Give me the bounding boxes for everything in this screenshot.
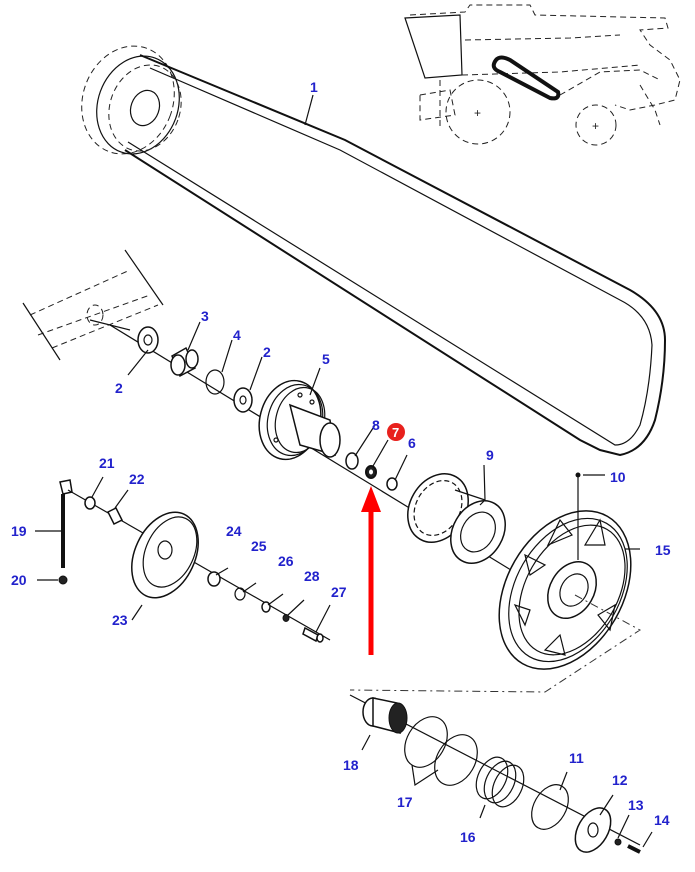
callout-4[interactable]: 4 <box>233 327 241 343</box>
svg-text:+: + <box>592 119 599 133</box>
bearing-right <box>233 387 253 413</box>
callout-24[interactable]: 24 <box>226 523 242 539</box>
callout-23[interactable]: 23 <box>112 612 128 628</box>
callout-19[interactable]: 19 <box>11 523 27 539</box>
callout-20[interactable]: 20 <box>11 572 27 588</box>
callout-5[interactable]: 5 <box>322 351 330 367</box>
callout-18[interactable]: 18 <box>343 757 359 773</box>
callout-6[interactable]: 6 <box>408 435 416 451</box>
hub-pulley <box>258 379 341 461</box>
nut <box>58 575 68 585</box>
callout-2-left[interactable]: 2 <box>115 380 123 396</box>
callout-13[interactable]: 13 <box>628 797 644 813</box>
spacer <box>106 506 124 526</box>
callout-3[interactable]: 3 <box>201 308 209 324</box>
callout-10[interactable]: 10 <box>610 469 626 485</box>
callout-27[interactable]: 27 <box>331 584 347 600</box>
screw <box>627 844 641 854</box>
ring <box>531 784 569 830</box>
callout-16[interactable]: 16 <box>460 829 476 845</box>
callout-15[interactable]: 15 <box>655 542 671 558</box>
callout-17[interactable]: 17 <box>397 794 413 810</box>
leader-lines <box>35 94 653 848</box>
washer <box>84 496 96 510</box>
spring <box>475 756 525 808</box>
washer <box>261 601 271 613</box>
idler-pulley <box>131 511 199 599</box>
lock-washer <box>282 614 290 622</box>
callout-25[interactable]: 25 <box>251 538 267 554</box>
snap-ring <box>234 587 246 601</box>
bearing <box>207 571 221 587</box>
clutch-assembly <box>349 694 641 854</box>
belt <box>81 45 667 457</box>
spacer-sleeve <box>170 346 199 378</box>
callout-11[interactable]: 11 <box>569 750 584 766</box>
callout-22[interactable]: 22 <box>129 471 145 487</box>
callout-14[interactable]: 14 <box>654 812 670 828</box>
callout-8[interactable]: 8 <box>372 417 380 433</box>
callout-26[interactable]: 26 <box>278 553 294 569</box>
bushing <box>388 702 408 734</box>
callout-2-right[interactable]: 2 <box>263 344 271 360</box>
plate <box>574 807 612 853</box>
bushing <box>386 477 398 491</box>
callout-7[interactable]: 7 <box>392 425 399 440</box>
callout-21[interactable]: 21 <box>99 455 115 471</box>
callout-1[interactable]: 1 <box>310 79 318 95</box>
snap-ring <box>205 369 225 395</box>
idler-assembly <box>58 479 331 643</box>
svg-text:+: + <box>474 106 481 120</box>
belt-location-highlight <box>491 55 561 101</box>
bearing-left <box>137 326 159 354</box>
callout-12[interactable]: 12 <box>612 772 628 788</box>
clutch-plates <box>407 473 506 564</box>
machine-overview-inset: + + <box>404 4 681 146</box>
large-pulley <box>498 510 632 670</box>
washer <box>345 452 359 470</box>
callout-7-badge[interactable]: 7 <box>387 423 405 441</box>
friction-ring <box>434 734 478 786</box>
nut <box>614 838 622 846</box>
callout-9[interactable]: 9 <box>486 447 494 463</box>
highlight-arrow <box>361 486 381 655</box>
bolt <box>302 626 319 643</box>
callout-28[interactable]: 28 <box>304 568 320 584</box>
assembly-outline <box>349 594 641 693</box>
